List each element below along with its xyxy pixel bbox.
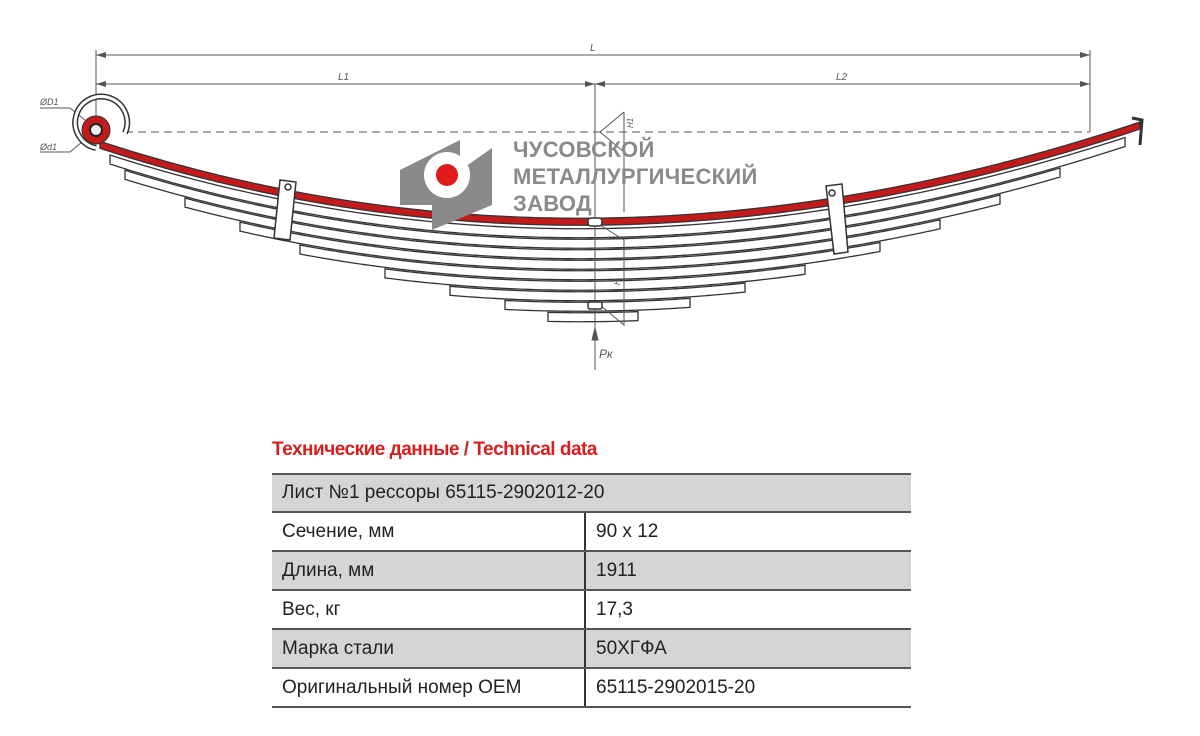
logo-line: ЧУСОВСКОЙ <box>513 137 655 162</box>
spec-value: 17,3 <box>584 589 911 630</box>
height-lower-label: H <box>613 279 622 285</box>
leaf <box>384 264 806 291</box>
leaf <box>547 310 639 323</box>
leaf <box>449 282 746 302</box>
leaf <box>109 136 1126 239</box>
spec-value: 50ХГФА <box>584 628 911 669</box>
spring-leaves <box>99 116 1144 323</box>
leaf <box>184 194 1001 260</box>
logo-line: МЕТАЛЛУРГИЧЕСКИЙ <box>513 164 758 189</box>
eye-inner-label: Ød1 <box>39 142 57 152</box>
leaf-end-hook <box>1131 116 1144 146</box>
eye-outer-label: ØD1 <box>39 97 59 107</box>
logo-line: ЗАВОД <box>513 191 593 216</box>
leaf <box>124 167 1061 249</box>
dim-total-label: L <box>590 43 596 54</box>
leaf <box>239 218 941 270</box>
leaf <box>299 241 881 281</box>
spec-label: Марка стали <box>272 628 585 669</box>
spring-clamps <box>273 179 849 310</box>
height-upper-label: H1 <box>626 118 635 128</box>
spec-label: Оригинальный номер OEM <box>272 667 585 708</box>
spec-label: Сечение, мм <box>272 511 585 552</box>
factory-logo <box>400 140 492 230</box>
load-label: Pк <box>599 347 614 361</box>
spec-title: Технические данные / Technical data <box>272 439 597 460</box>
dim-right-label: L2 <box>836 72 848 83</box>
spec-label: Длина, мм <box>272 550 585 591</box>
spec-value: 65115-2902015-20 <box>584 667 911 708</box>
spec-table: Лист №1 рессоры 65115-2902012-20 Сечение… <box>272 473 911 708</box>
spec-label: Вес, кг <box>272 589 585 630</box>
spec-header: Лист №1 рессоры 65115-2902012-20 <box>272 473 911 513</box>
leaf-spring-drawing: L L1 L2 ØD1 Ød1 H1 H Pк <box>39 43 1144 370</box>
spring-eye <box>72 93 131 151</box>
spec-value: 90 x 12 <box>584 511 911 552</box>
dim-left-label: L1 <box>338 72 349 83</box>
spec-value: 1911 <box>584 550 911 591</box>
factory-logo-text: ЧУСОВСКОЙ МЕТАЛЛУРГИЧЕСКИЙ ЗАВОД <box>513 136 758 217</box>
